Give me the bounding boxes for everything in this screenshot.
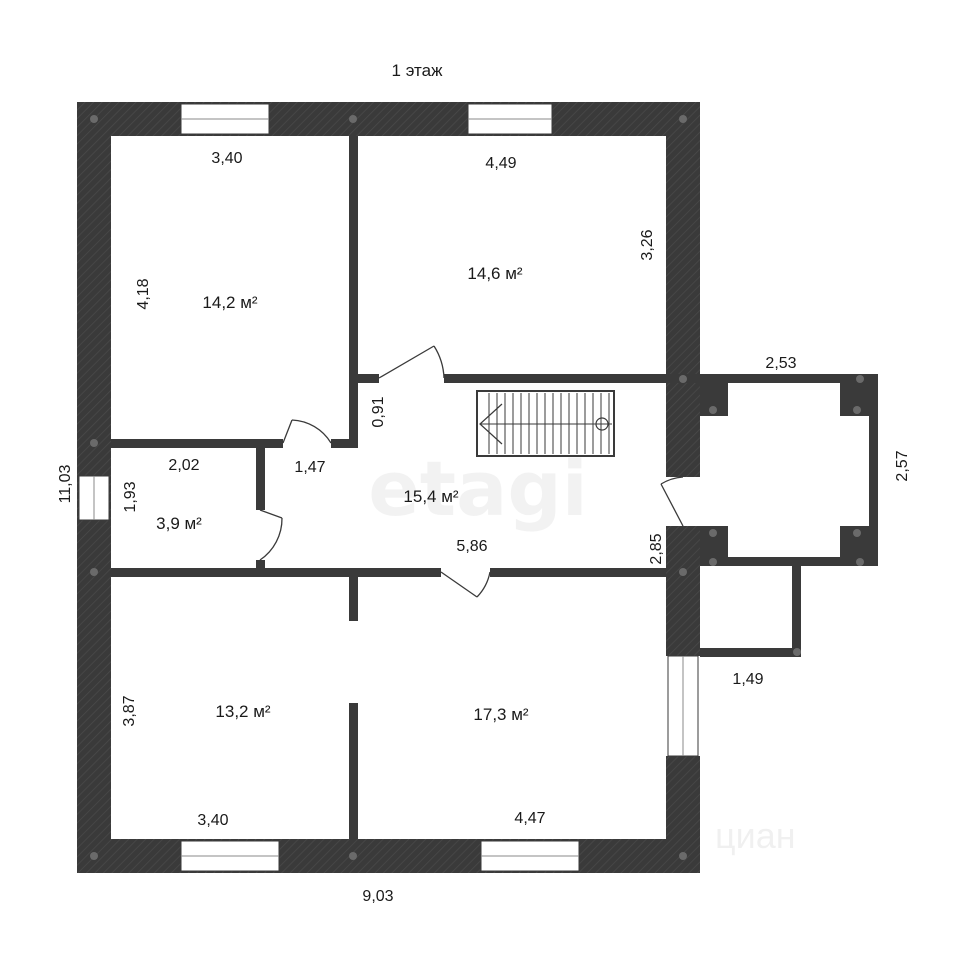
dim-hall-width: 5,86 xyxy=(456,538,487,555)
windows xyxy=(78,103,699,872)
door-porch xyxy=(660,476,684,527)
wall-top xyxy=(77,102,700,136)
wall-right-upper xyxy=(666,102,700,477)
doors xyxy=(259,345,684,598)
area-room-top-left: 14,2 м² xyxy=(202,293,257,312)
wall-right-mid xyxy=(666,526,700,656)
window-top-left xyxy=(180,103,270,135)
watermark-cian: циан xyxy=(715,815,796,856)
dim-overall-width: 9,03 xyxy=(362,888,393,905)
area-room-bottom-right: 17,3 м² xyxy=(473,705,528,724)
dim-porch-wall: 2,85 xyxy=(648,533,665,564)
corner-dots xyxy=(90,115,864,860)
dim-room-bottom-left-width: 3,40 xyxy=(197,812,228,829)
wall-hall-left-stub xyxy=(349,383,358,448)
dim-room-small-width: 2,02 xyxy=(168,457,199,474)
door-small-room xyxy=(259,509,283,561)
wall-small-top-right xyxy=(331,439,358,448)
area-room-bottom-left: 13,2 м² xyxy=(215,702,270,721)
window-bottom-left xyxy=(180,840,280,872)
dim-hall-door: 1,47 xyxy=(294,459,325,476)
wall-hall-bottom-right xyxy=(490,568,666,577)
staircase xyxy=(476,390,615,457)
dim-room-top-right-height: 3,26 xyxy=(639,229,656,260)
dim-hall-corridor: 0,91 xyxy=(370,396,387,427)
wall-divider-bottom xyxy=(349,703,358,839)
closet xyxy=(700,566,801,657)
wall-hall-top-right xyxy=(444,374,700,383)
area-room-small: 3,9 м² xyxy=(156,514,202,533)
dim-overall-height: 11,03 xyxy=(57,464,74,503)
dim-porch-height: 2,57 xyxy=(894,450,911,481)
watermark-etagi: etagi xyxy=(368,444,588,533)
dim-room-top-right-width: 4,49 xyxy=(485,155,516,172)
dim-room-bottom-right-width: 4,47 xyxy=(514,810,545,827)
wall-small-top-left xyxy=(111,439,283,448)
floor-title: 1 этаж xyxy=(392,61,444,80)
wall-hall-bottom-left xyxy=(111,568,441,577)
porch xyxy=(700,374,878,566)
dim-room-top-left-width: 3,40 xyxy=(211,150,242,167)
dim-room-small-height: 1,93 xyxy=(122,481,139,512)
wall-bottom xyxy=(77,839,700,873)
door-bottom xyxy=(440,571,491,598)
window-left xyxy=(78,475,110,521)
window-bottom-right xyxy=(480,840,580,872)
area-room-top-right: 14,6 м² xyxy=(467,264,522,283)
dim-porch-width: 2,53 xyxy=(765,355,796,372)
area-hall: 15,4 м² xyxy=(403,487,458,506)
window-top-right xyxy=(467,103,553,135)
window-right xyxy=(667,655,699,757)
dim-room-bottom-left-height: 3,87 xyxy=(121,695,138,726)
wall-hall-top-left xyxy=(349,374,379,383)
wall-stub-bottom xyxy=(349,577,358,621)
inner-walls xyxy=(111,136,700,839)
dim-room-top-left-height: 4,18 xyxy=(135,278,152,309)
dim-closet-width: 1,49 xyxy=(732,671,763,688)
door-top-right-room xyxy=(378,345,445,379)
door-top-left-room xyxy=(282,419,332,444)
wall-vertical-top xyxy=(349,136,358,382)
wall-small-right xyxy=(256,448,265,510)
